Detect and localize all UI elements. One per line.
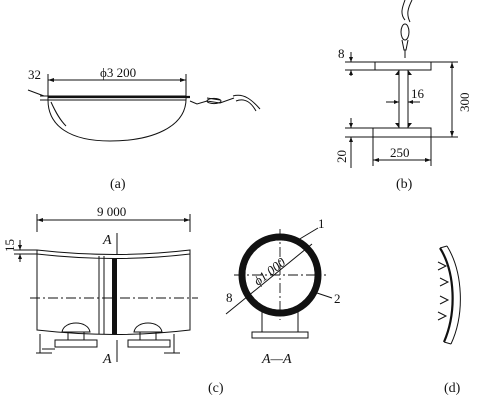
roller-support-left bbox=[36, 322, 98, 354]
dim-top-flange: 8 bbox=[338, 46, 345, 61]
section-mark-top: A bbox=[102, 233, 112, 248]
dim-inner-diameter: ϕ1 000 bbox=[251, 254, 289, 288]
callout-2: 2 bbox=[334, 291, 341, 306]
welding-torch-icon bbox=[400, 0, 413, 58]
top-flange bbox=[374, 61, 432, 71]
caption-d: (d) bbox=[444, 381, 461, 396]
bottom-flange bbox=[372, 127, 432, 138]
dim-height: 300 bbox=[457, 93, 472, 113]
dim-cylinder-wall: 15 bbox=[2, 239, 17, 252]
caption-a: (a) bbox=[110, 177, 126, 192]
dim-ring-thickness: 8 bbox=[226, 290, 233, 305]
caption-b: (b) bbox=[396, 177, 413, 192]
panel-c-section-aa: ϕ1 000 8 1 2 A—A bbox=[225, 216, 341, 367]
dim-width: 250 bbox=[390, 145, 410, 160]
panel-a-vessel-head: ϕ3 200 32 (a) bbox=[27, 65, 261, 192]
section-title: A—A bbox=[261, 352, 292, 367]
web bbox=[398, 69, 409, 129]
dim-bottom-flange: 20 bbox=[334, 150, 349, 163]
dim-cylinder-length: 9 000 bbox=[97, 204, 126, 219]
cylinder-outline bbox=[36, 249, 191, 335]
circumferential-weld bbox=[112, 258, 117, 334]
panel-c-cylinder: 9 000 15 A A bbox=[2, 204, 224, 396]
dim-head-diameter: ϕ3 200 bbox=[100, 65, 136, 80]
section-mark-bottom: A bbox=[102, 352, 112, 367]
curved-plate bbox=[439, 247, 454, 343]
caption-c: (c) bbox=[208, 381, 224, 396]
welding-torch-icon bbox=[189, 94, 261, 112]
callout-1: 1 bbox=[318, 216, 325, 231]
weld-bead-marks bbox=[437, 261, 450, 321]
dim-web: 16 bbox=[411, 86, 425, 101]
panel-d-curved-plate: (d) bbox=[437, 245, 461, 396]
dim-head-thickness: 32 bbox=[28, 67, 41, 82]
roller-support-right bbox=[127, 322, 180, 354]
section-support bbox=[251, 308, 309, 339]
panel-b-i-beam: 8 16 300 20 250 (b) bbox=[334, 0, 472, 192]
vessel-head-outline bbox=[47, 95, 187, 142]
